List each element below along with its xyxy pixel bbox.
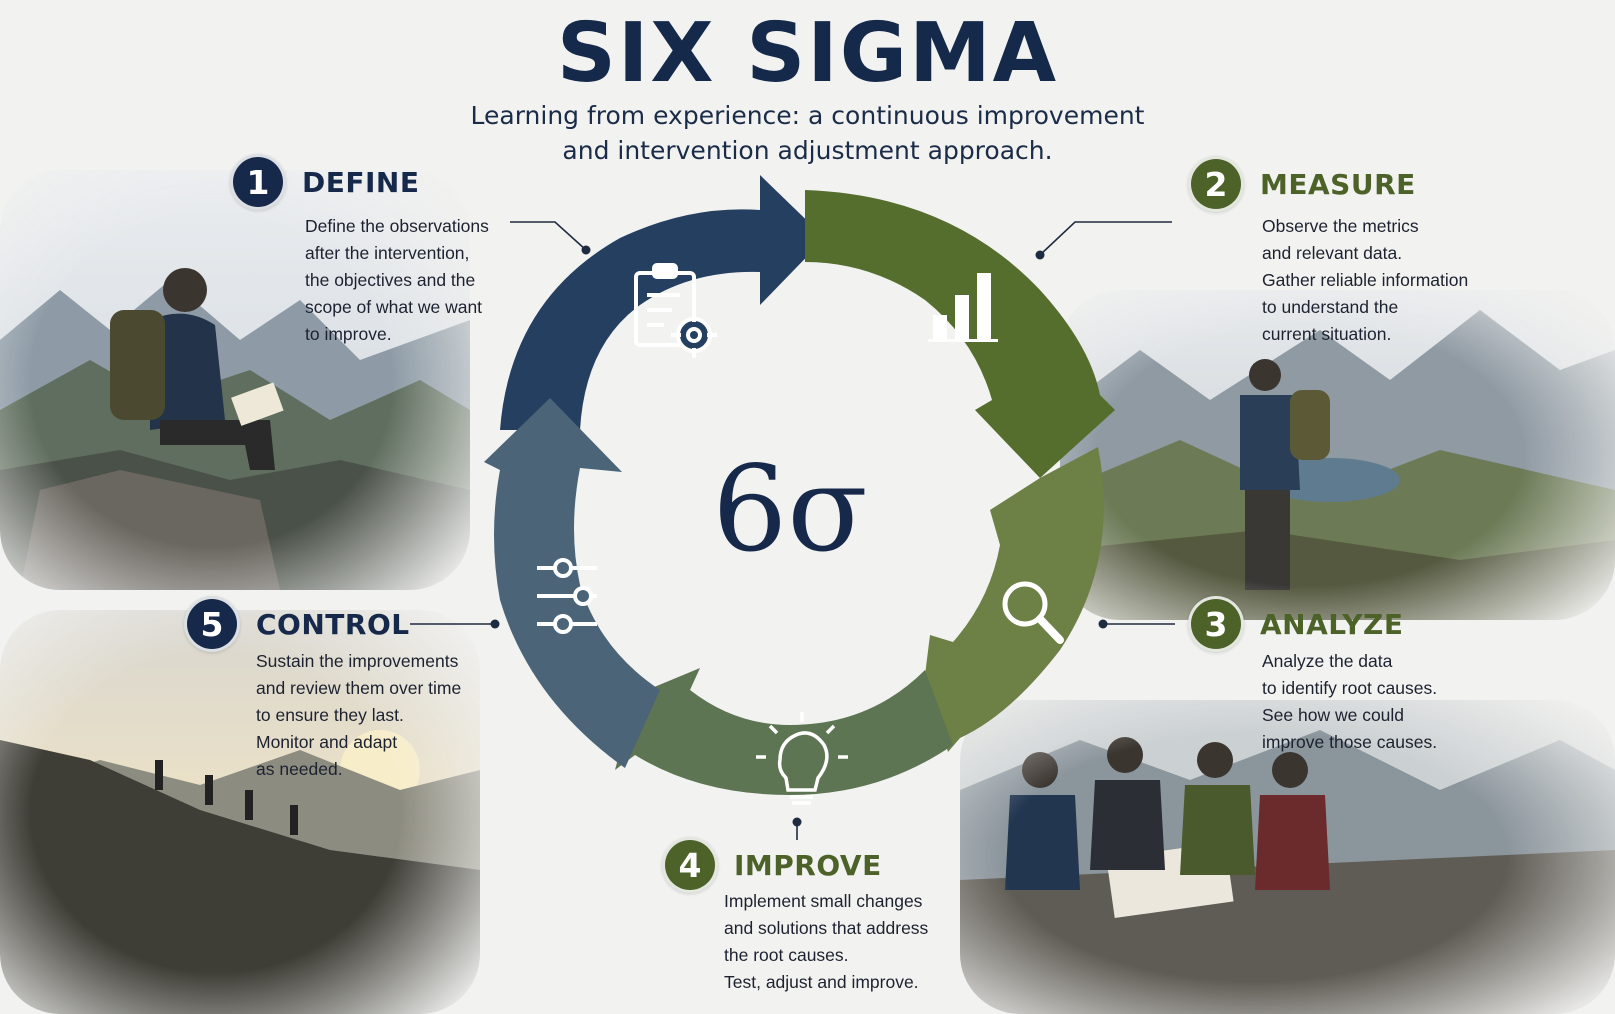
define-arrow [500,175,825,430]
subtitle-line-1: Learning from experience: a continuous i… [470,101,1145,130]
measure-line-4: to understand the [1262,297,1399,317]
improve-arrow [615,668,953,795]
define-line-4: scope of what we want [305,297,483,317]
step-analyze-number: 3 [1188,596,1244,652]
control-arrow [484,398,660,768]
define-line-3: the objectives and the [305,270,476,290]
step-control-header: 5 CONTROL [184,596,410,652]
step-control-title: CONTROL [256,607,410,641]
measure-line-2: and relevant data. [1262,243,1403,263]
hikers-ridge-scene [0,610,480,1014]
lightbulb-icon [756,712,848,805]
bar-chart-icon [928,273,998,342]
page-title: SIX SIGMA [556,6,1059,101]
subtitle-line-2: and intervention adjustment approach. [562,136,1053,165]
step-measure-header: 2 MEASURE [1188,156,1416,212]
step-measure-number: 2 [1188,156,1244,212]
step-analyze-header: 3 ANALYZE [1188,596,1403,652]
step-improve-number: 4 [662,837,718,893]
step-improve-title: IMPROVE [734,848,882,882]
analyze-line-4: improve those causes. [1262,732,1438,752]
step-measure-description: Observe the metrics and relevant data. G… [1262,213,1468,348]
improve-line-1: Implement small changes [724,891,923,911]
magnifier-icon [1002,581,1064,644]
measure-line-1: Observe the metrics [1262,216,1419,236]
step-define-header: 1 DEFINE [230,154,419,210]
analyze-line-3: See how we could [1262,705,1405,725]
sliders-icon [537,558,597,634]
improve-line-2: and solutions that address [724,918,929,938]
improve-line-3: the root causes. [724,945,849,965]
step-analyze-title: ANALYZE [1260,607,1404,641]
measure-line-5: current situation. [1262,324,1392,344]
step-analyze-description: Analyze the data to identify root causes… [1262,648,1437,756]
subtitle: Learning from experience: a continuous i… [400,98,1215,168]
step-control-number: 5 [184,596,240,652]
clipboard-target-icon [634,263,717,358]
analyze-line-1: Analyze the data [1262,651,1393,671]
step-improve-description: Implement small changes and solutions th… [724,888,928,996]
control-line-3: to ensure they last. [256,705,404,725]
step-define-title: DEFINE [302,165,420,199]
define-line-2: after the intervention, [305,243,470,263]
define-line-1: Define the observations [305,216,489,236]
step-measure-title: MEASURE [1260,167,1416,201]
control-line-1: Sustain the improvements [256,651,459,671]
hiker-binoculars-scene [1060,290,1615,620]
analyze-line-2: to identify root causes. [1262,678,1438,698]
six-sigma-symbol: 6σ [712,440,868,578]
step-improve-header: 4 IMPROVE [662,837,882,893]
measure-line-3: Gather reliable information [1262,270,1469,290]
define-connector [510,221,587,251]
improve-line-4: Test, adjust and improve. [724,972,919,992]
control-line-4: Monitor and adapt [256,732,398,752]
hiker-writing-scene [0,170,470,590]
define-line-5: to improve. [305,324,392,344]
measure-connector [1039,221,1172,256]
step-define-number: 1 [230,154,286,210]
control-line-2: and review them over time [256,678,462,698]
step-define-description: Define the observations after the interv… [305,213,489,348]
team-map-scene [960,700,1615,1014]
control-line-5: as needed. [256,759,343,779]
step-control-description: Sustain the improvements and review them… [256,648,461,783]
